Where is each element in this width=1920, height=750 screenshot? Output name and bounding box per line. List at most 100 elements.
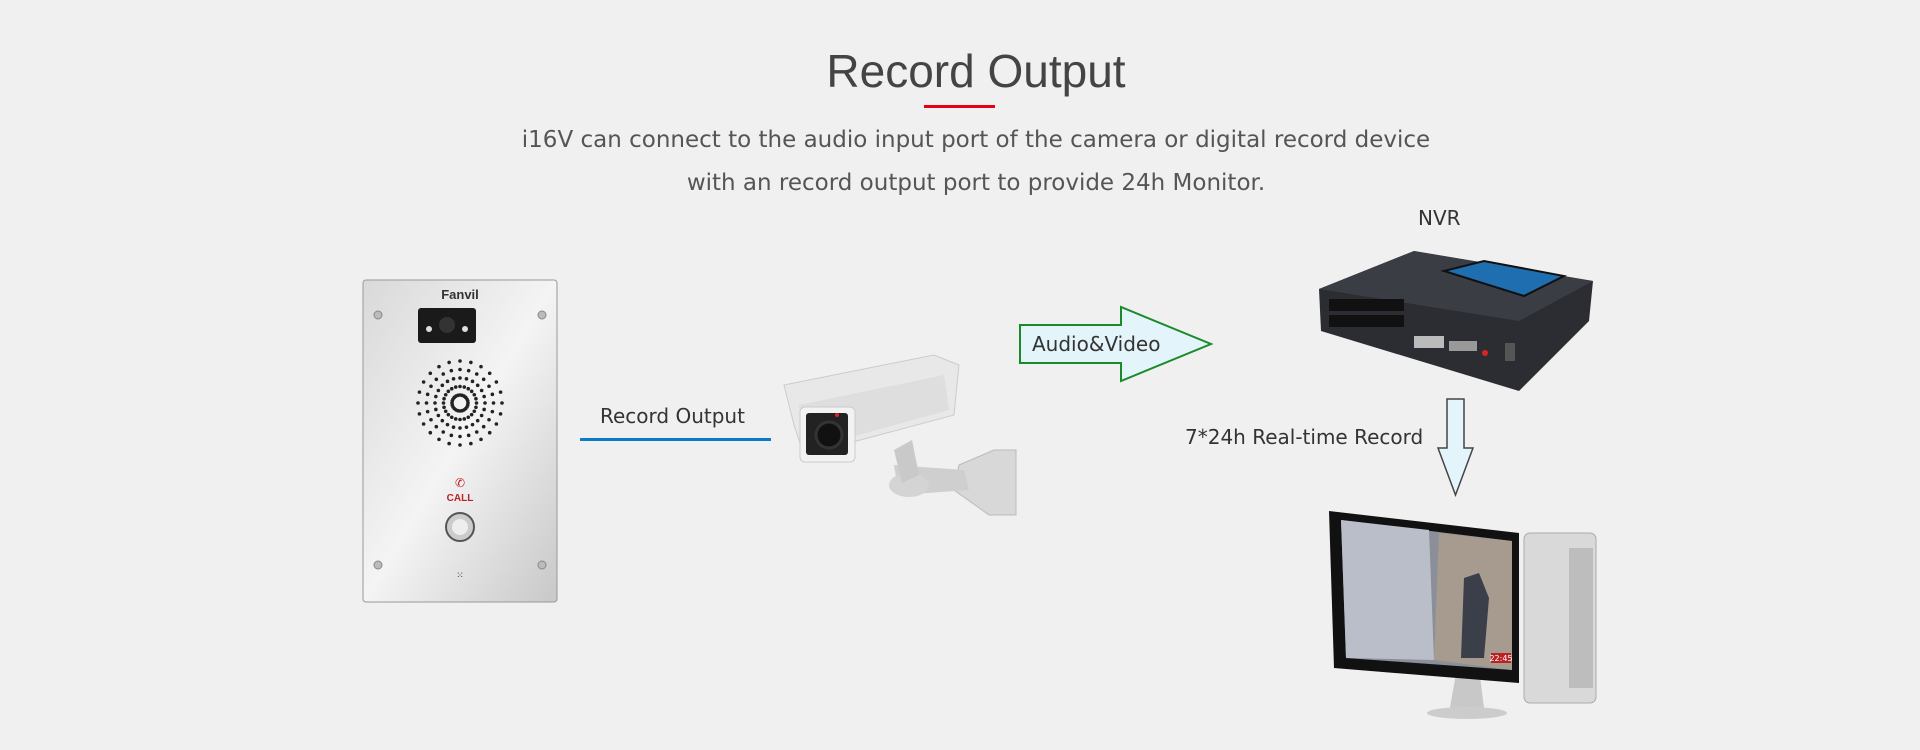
- svg-text:CALL: CALL: [447, 493, 474, 504]
- grille-dot: [470, 422, 475, 427]
- record-output-connector-line: [580, 438, 771, 441]
- grille-dot: [442, 396, 446, 401]
- grille-dot: [437, 437, 441, 442]
- grille-dot: [434, 377, 439, 382]
- grille-dot: [437, 364, 441, 369]
- grille-dot: [449, 415, 454, 420]
- grille-dot: [464, 377, 469, 381]
- grille-dot: [481, 424, 486, 429]
- grille-dot: [449, 433, 454, 438]
- grille-dot: [479, 364, 483, 369]
- cctv-camera-image: [783, 354, 1017, 516]
- grille-dot: [436, 388, 441, 393]
- grille-dot: [458, 443, 462, 447]
- grille-dot: [417, 412, 422, 416]
- grille-dot: [421, 422, 426, 426]
- grille-dot: [436, 413, 441, 418]
- grille-dot: [425, 392, 430, 397]
- grille-dot: [487, 430, 492, 435]
- realtime-record-label: 7*24h Real-time Record: [1185, 425, 1424, 449]
- grille-dot: [466, 368, 471, 373]
- audio-video-arrow: [1019, 305, 1214, 383]
- grille-dot: [458, 367, 462, 372]
- grille-dot: [487, 371, 492, 376]
- grille-dot: [494, 422, 499, 426]
- grille-dot: [498, 390, 503, 394]
- grille-dot: [441, 430, 446, 434]
- grille-dot: [447, 441, 451, 446]
- grille-dot: [421, 380, 426, 384]
- subtitle-line-1: i16V can connect to the audio input port…: [521, 127, 1431, 153]
- grille-dot: [474, 401, 479, 405]
- nvr-label: NVR: [1418, 206, 1461, 230]
- grille-dot: [434, 407, 438, 412]
- grille-dot: [443, 392, 448, 397]
- grille-dot: [440, 383, 445, 388]
- grille-dot: [440, 418, 445, 423]
- grille-dot: [481, 377, 486, 382]
- grille-dot: [487, 384, 491, 389]
- grille-dot: [433, 401, 437, 405]
- grille-dot: [482, 394, 486, 399]
- grille-dot: [445, 379, 450, 384]
- grille-dot: [487, 417, 491, 422]
- grille-dot: [464, 425, 469, 429]
- grille-dot: [458, 384, 462, 389]
- grille-dot: [416, 401, 420, 405]
- grille-dot: [447, 360, 451, 365]
- grille-dot: [479, 413, 484, 418]
- grille-dot: [490, 409, 495, 414]
- grille-dot: [429, 384, 433, 389]
- grille-dot: [458, 417, 462, 422]
- grille-dot: [458, 434, 462, 439]
- grille-dot: [472, 392, 477, 397]
- grille-dot: [469, 360, 473, 365]
- grille-dot: [469, 412, 474, 417]
- grille-dot: [474, 430, 479, 434]
- grille-dot: [465, 399, 470, 403]
- grille-dot: [470, 379, 475, 384]
- grille-dot: [474, 372, 479, 376]
- grille-dot: [443, 409, 448, 414]
- grille-dot: [428, 371, 433, 376]
- grille-dot: [479, 388, 484, 393]
- grille-dot: [475, 383, 480, 388]
- grille-dot: [449, 386, 454, 391]
- grille-dot: [453, 417, 458, 421]
- monitor-computer-image: 22:45: [1329, 511, 1597, 719]
- grille-dot: [458, 359, 462, 363]
- record-output-label: Record Output: [600, 404, 745, 428]
- grille-dot: [500, 401, 504, 405]
- grille-dot: [458, 426, 462, 430]
- grille-dot: [442, 405, 446, 410]
- grille-dot: [475, 418, 480, 423]
- grille-dot: [483, 401, 487, 405]
- grille-dot: [466, 415, 471, 420]
- grille-dot: [453, 385, 458, 389]
- grille-dot: [494, 380, 499, 384]
- grille-dot: [417, 390, 422, 394]
- grille-dot: [434, 394, 438, 399]
- svg-text:Fanvil: Fanvil: [441, 287, 479, 302]
- svg-text:⁙: ⁙: [456, 571, 464, 581]
- grille-dot: [446, 389, 451, 394]
- grille-dot: [491, 401, 496, 405]
- grille-dot: [441, 372, 446, 376]
- grille-dot: [479, 437, 483, 442]
- grille-dot: [474, 396, 478, 401]
- grille-dot: [441, 401, 446, 405]
- page-title: Record Output: [826, 45, 1126, 97]
- title-underline: [924, 105, 995, 108]
- grille-dot: [482, 407, 486, 412]
- nvr-device-image: [1319, 251, 1593, 391]
- grille-dot: [425, 409, 430, 414]
- grille-dot: [474, 405, 478, 410]
- intercom-device-image: Fanvil CALL ✆ ⁙: [362, 279, 558, 603]
- grille-dot: [469, 441, 473, 446]
- grille-dot: [462, 417, 467, 421]
- grille-dot: [451, 425, 456, 429]
- grille-dot: [462, 385, 467, 389]
- grille-dot: [466, 433, 471, 438]
- grille-dot: [472, 409, 477, 414]
- monitor-timestamp: 22:45: [1489, 654, 1512, 663]
